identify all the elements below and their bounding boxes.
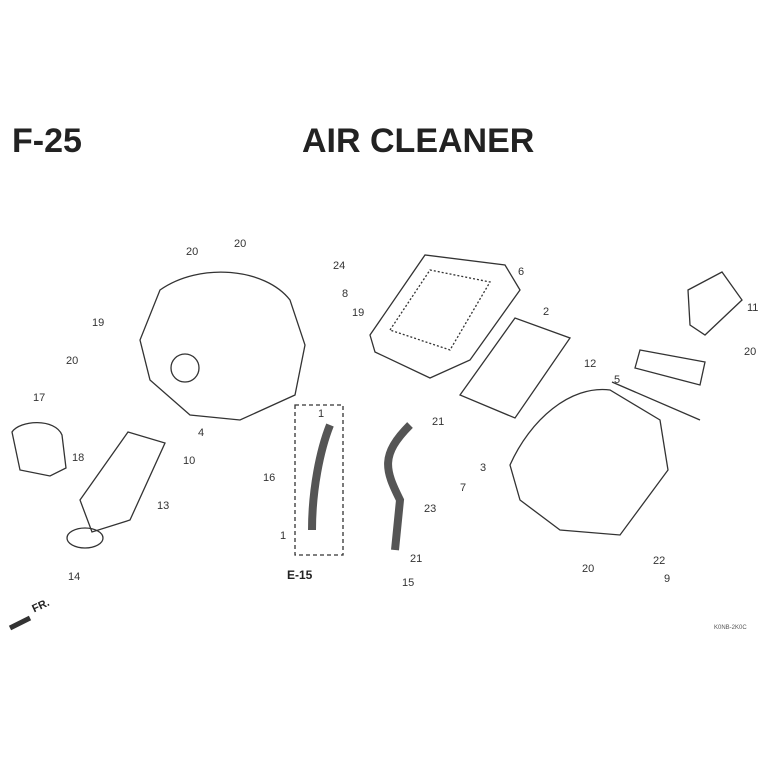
callout-9: 9 xyxy=(664,573,671,585)
callout-6: 6 xyxy=(518,266,525,278)
intake-duct xyxy=(687,271,743,336)
callout-21: 21 xyxy=(410,553,423,565)
callout-1: 1 xyxy=(280,530,287,542)
callout-24: 24 xyxy=(333,260,346,272)
air-cleaner-case xyxy=(509,388,669,536)
connecting-tube xyxy=(79,431,166,533)
callout-20: 20 xyxy=(744,346,757,358)
callout-7: 7 xyxy=(460,482,467,494)
callout-2: 2 xyxy=(543,306,550,318)
callout-5: 5 xyxy=(614,374,621,386)
callout-4: 4 xyxy=(198,427,205,439)
callout-17: 17 xyxy=(33,392,46,404)
air-filter-element xyxy=(458,317,572,419)
callout-18: 18 xyxy=(72,452,85,464)
drawing-code: K0NB-2K0C xyxy=(714,625,747,631)
drain-tube-16 xyxy=(308,423,334,531)
callout-13: 13 xyxy=(157,500,170,512)
callout-8: 8 xyxy=(342,288,349,300)
callout-12: 12 xyxy=(584,358,597,370)
page-title: AIR CLEANER xyxy=(302,122,535,160)
drain-tube-23 xyxy=(384,422,413,551)
callout-20: 20 xyxy=(234,238,247,250)
reference-box xyxy=(294,404,344,556)
callout-16: 16 xyxy=(263,472,276,484)
connecting-plate xyxy=(634,349,706,386)
callout-22: 22 xyxy=(653,555,666,567)
gasket xyxy=(611,381,701,421)
callout-23: 23 xyxy=(424,503,437,515)
fr-arrow xyxy=(8,615,32,631)
reference-label: E-15 xyxy=(287,568,313,582)
figure-code: F-25 xyxy=(12,122,82,160)
callout-20: 20 xyxy=(186,246,199,258)
callout-15: 15 xyxy=(402,577,415,589)
resonator xyxy=(11,422,67,477)
element-case xyxy=(369,254,521,379)
callout-21: 21 xyxy=(432,416,445,428)
callout-19: 19 xyxy=(92,317,105,329)
callout-19: 19 xyxy=(352,307,365,319)
callout-20: 20 xyxy=(582,563,595,575)
air-cleaner-cover xyxy=(139,271,306,421)
callout-3: 3 xyxy=(480,462,487,474)
callout-20: 20 xyxy=(66,355,79,367)
callout-1: 1 xyxy=(318,408,325,420)
cover-port xyxy=(170,353,200,383)
tube-band xyxy=(66,527,104,549)
element-mesh xyxy=(388,269,492,351)
callout-11: 11 xyxy=(747,302,759,314)
callout-10: 10 xyxy=(183,455,196,467)
callout-14: 14 xyxy=(68,571,81,583)
